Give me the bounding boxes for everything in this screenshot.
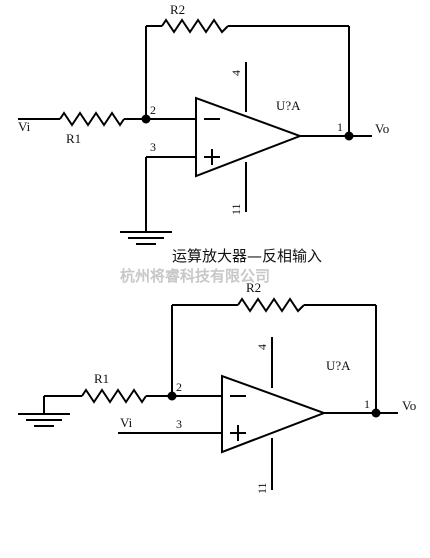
ground-symbol: [120, 231, 172, 245]
circuit-noninverting: R2 R1 Vi Vo U?A 2 3 1 4 11: [18, 280, 416, 494]
pin-3-label: 3: [176, 417, 182, 431]
opamp-ref-label: U?A: [276, 98, 301, 113]
vi-label: Vi: [18, 119, 31, 134]
r2-resistor: [237, 297, 305, 313]
output-junction-dot: [344, 131, 354, 141]
pin-1-label: 1: [364, 397, 370, 411]
vi-label: Vi: [120, 415, 133, 430]
pin-11-label: 11: [229, 203, 243, 215]
r1-label: R1: [66, 131, 81, 146]
r2-label: R2: [170, 2, 185, 17]
pin-11-label: 11: [255, 482, 269, 494]
vo-label: Vo: [375, 121, 389, 136]
opamp-triangle: [195, 96, 303, 178]
r2-label: R2: [246, 280, 261, 295]
r1-label: R1: [94, 371, 109, 386]
pin-3-label: 3: [150, 140, 156, 154]
opamp-triangle: [221, 374, 327, 454]
watermark: 杭州将睿科技有限公司: [120, 267, 270, 285]
pin-4-label: 4: [255, 344, 269, 350]
pin-2-label: 2: [176, 380, 182, 394]
output-junction-dot: [371, 408, 381, 418]
r2-resistor: [161, 18, 229, 34]
opamp-ref-label: U?A: [326, 358, 351, 373]
vo-label: Vo: [402, 398, 416, 413]
r1-resistor: [81, 388, 147, 404]
pin-2-label: 2: [150, 103, 156, 117]
caption: 运算放大器—反相输入: [172, 247, 322, 265]
pin-4-label: 4: [229, 70, 243, 76]
circuit-inverting: R2 R1 Vi Vo U?A 2 3 1 4 11: [18, 2, 389, 245]
r1-resistor: [59, 111, 125, 127]
pin-1-label: 1: [337, 120, 343, 134]
ground-symbol: [18, 413, 70, 427]
